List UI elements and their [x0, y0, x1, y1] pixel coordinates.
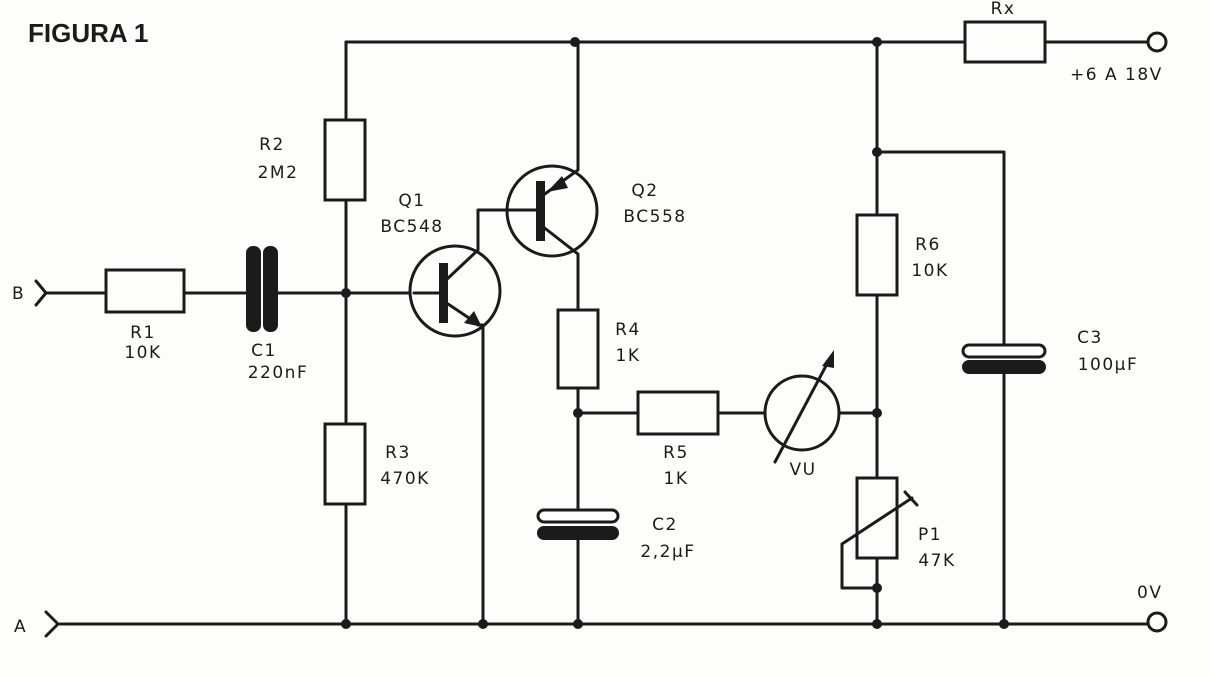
q2-emitter-arrow [547, 176, 568, 192]
p1-value: 47K [918, 551, 955, 571]
c2-plate-top [536, 508, 620, 524]
r4-resistor [556, 308, 600, 390]
c1-plate-left [246, 246, 261, 332]
junction-dot [341, 619, 351, 629]
p1-wiper [840, 496, 914, 546]
q1-emitter-arrow [464, 311, 482, 327]
r1-resistor [104, 268, 186, 314]
junction-dot [872, 408, 882, 418]
r3-resistor [323, 422, 367, 506]
r6-value: 10K [911, 261, 948, 281]
junction-dot [872, 147, 882, 157]
junction-dot [872, 619, 882, 629]
q2-collector [540, 224, 580, 312]
q1-transistor [408, 244, 502, 338]
junction-dot [341, 288, 351, 298]
junction-dot [570, 37, 580, 47]
c2-value: 2,2µF [640, 542, 695, 562]
ground-label: 0V [1137, 583, 1162, 603]
input-a-label: A [14, 617, 27, 637]
junction-dot [999, 619, 1009, 629]
q2-value: BC558 [623, 207, 686, 227]
junction-dot [573, 408, 583, 418]
q1-ref: Q1 [398, 191, 425, 211]
ground-terminal [1146, 611, 1168, 633]
c2-plate-bottom [537, 526, 619, 540]
r4-ref: R4 [615, 320, 641, 340]
junction-dot [573, 619, 583, 629]
r4-value: 1K [616, 346, 641, 366]
p1-wiper-link [840, 542, 879, 590]
figure-title: FIGURA 1 [28, 18, 148, 48]
r5-resistor [636, 390, 720, 436]
junctions [341, 37, 1009, 629]
r2-resistor [323, 118, 367, 202]
c3-top-wire [875, 150, 1006, 347]
q2-ref: Q2 [631, 181, 658, 201]
c2-ref: C2 [652, 515, 678, 535]
input-b-label: B [12, 284, 25, 304]
r5-value: 1K [664, 469, 689, 489]
q2-base-bar [536, 181, 545, 241]
r5-ref: R5 [663, 443, 689, 463]
r2-value: 2M2 [258, 163, 299, 183]
p1-ref: P1 [918, 525, 942, 545]
junction-dot [872, 37, 882, 47]
rx-ref: Rx [991, 0, 1016, 19]
r3-value: 470K [380, 469, 430, 489]
r2-ref: R2 [259, 135, 285, 155]
supply-terminal [1146, 31, 1168, 53]
q1-collector [443, 208, 510, 283]
c1-value: 220nF [248, 363, 309, 383]
vu-ref: VU [789, 460, 816, 480]
r3-ref: R3 [385, 443, 411, 463]
q1-base-bar [439, 263, 448, 323]
junction-dot [872, 583, 882, 593]
p1-potentiometer [855, 476, 899, 560]
input-a-chevron [44, 610, 60, 638]
rx-resistor [963, 20, 1047, 64]
r6-ref: R6 [915, 235, 941, 255]
q1-value: BC548 [380, 217, 443, 237]
junction-dot [478, 619, 488, 629]
c3-ref: C3 [1077, 328, 1103, 348]
supply-label: +6 A 18V [1070, 65, 1163, 85]
p1-wiper-tick [903, 490, 919, 507]
q1-emitter-wire [476, 323, 485, 626]
c3-value: 100µF [1078, 355, 1139, 375]
vu-needle [773, 360, 830, 464]
r1-ref: R1 [130, 323, 156, 343]
c3-plate-top [961, 343, 1047, 359]
c1-ref: C1 [251, 341, 277, 361]
c1-plate-right [263, 246, 278, 332]
c3-plate-bottom [962, 360, 1046, 374]
r1-value: 10K [124, 343, 161, 363]
r6-resistor [855, 213, 899, 297]
vu-needle-arrow [822, 350, 834, 368]
